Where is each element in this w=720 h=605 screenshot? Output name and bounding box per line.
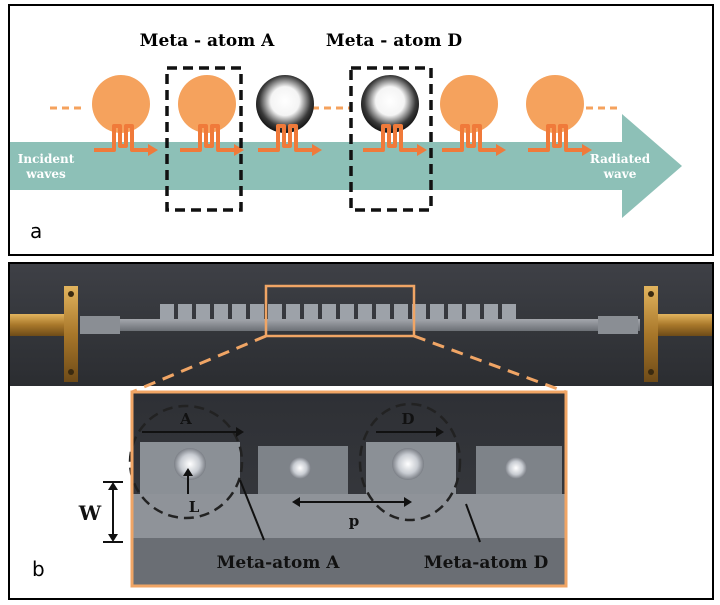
panel-a: Meta - atom A Meta - atom D Incident wav… xyxy=(8,4,714,256)
zoom-line-right xyxy=(413,334,567,394)
zoom-source-box xyxy=(264,284,416,338)
taper-right xyxy=(598,316,638,334)
concept-diagram: Meta - atom A Meta - atom D Incident wav… xyxy=(10,31,682,243)
incident-label-line2: waves xyxy=(25,167,66,181)
fabricated-sample: A D L p W Meta-atom A Meta-atom D b xyxy=(10,264,712,588)
meta-atom-a-sphere xyxy=(526,75,584,133)
coupling-arrows xyxy=(94,124,582,152)
incident-label-line1: Incident xyxy=(18,152,75,166)
zoom-inset-border xyxy=(130,390,568,588)
zoom-inset-substrate xyxy=(132,538,566,586)
meta-atom-a-sphere xyxy=(92,75,150,133)
meta-atom-a-ellipse xyxy=(128,404,244,520)
meta-atom-d-sphere xyxy=(256,75,314,133)
meta-atom-d-ellipse xyxy=(358,402,462,522)
coupling-arrowheads xyxy=(148,144,592,156)
zoom-line-left xyxy=(131,334,267,394)
microstrip-line xyxy=(80,319,640,331)
dim-label-l: L xyxy=(189,498,200,516)
meta-atom-d-title: Meta - atom D xyxy=(326,31,463,51)
meta-atom-a-sphere xyxy=(178,75,236,133)
dim-label-a: A xyxy=(179,410,192,428)
sma-connector-right xyxy=(644,286,712,382)
taper-left xyxy=(80,316,120,334)
propagation-arrow xyxy=(10,114,682,218)
meta-atom-a-box xyxy=(165,66,243,212)
zoomed-meta-atoms xyxy=(140,442,562,494)
panel-label-a: a xyxy=(30,219,42,243)
caption-meta-atom-d: Meta-atom D xyxy=(424,553,549,573)
dim-label-p: p xyxy=(349,512,360,530)
meta-atom-a-sphere xyxy=(440,75,498,133)
dim-label-d: D xyxy=(401,410,414,428)
meta-atom-a-title: Meta - atom A xyxy=(140,31,276,51)
meta-atom-d-box xyxy=(349,66,433,212)
meta-atom-d-sphere xyxy=(361,75,419,133)
caption-meta-atom-a: Meta-atom A xyxy=(217,553,341,573)
meta-atom-row xyxy=(160,304,516,320)
radiated-label-line2: wave xyxy=(603,167,637,181)
panel-label-b: b xyxy=(32,557,45,581)
radiated-label-line1: Radiated xyxy=(590,152,651,166)
panel-b: A D L p W Meta-atom A Meta-atom D b xyxy=(8,262,714,600)
dimension-marks xyxy=(103,427,481,543)
dim-label-w: W xyxy=(78,501,102,525)
sma-connector-left xyxy=(10,286,78,382)
